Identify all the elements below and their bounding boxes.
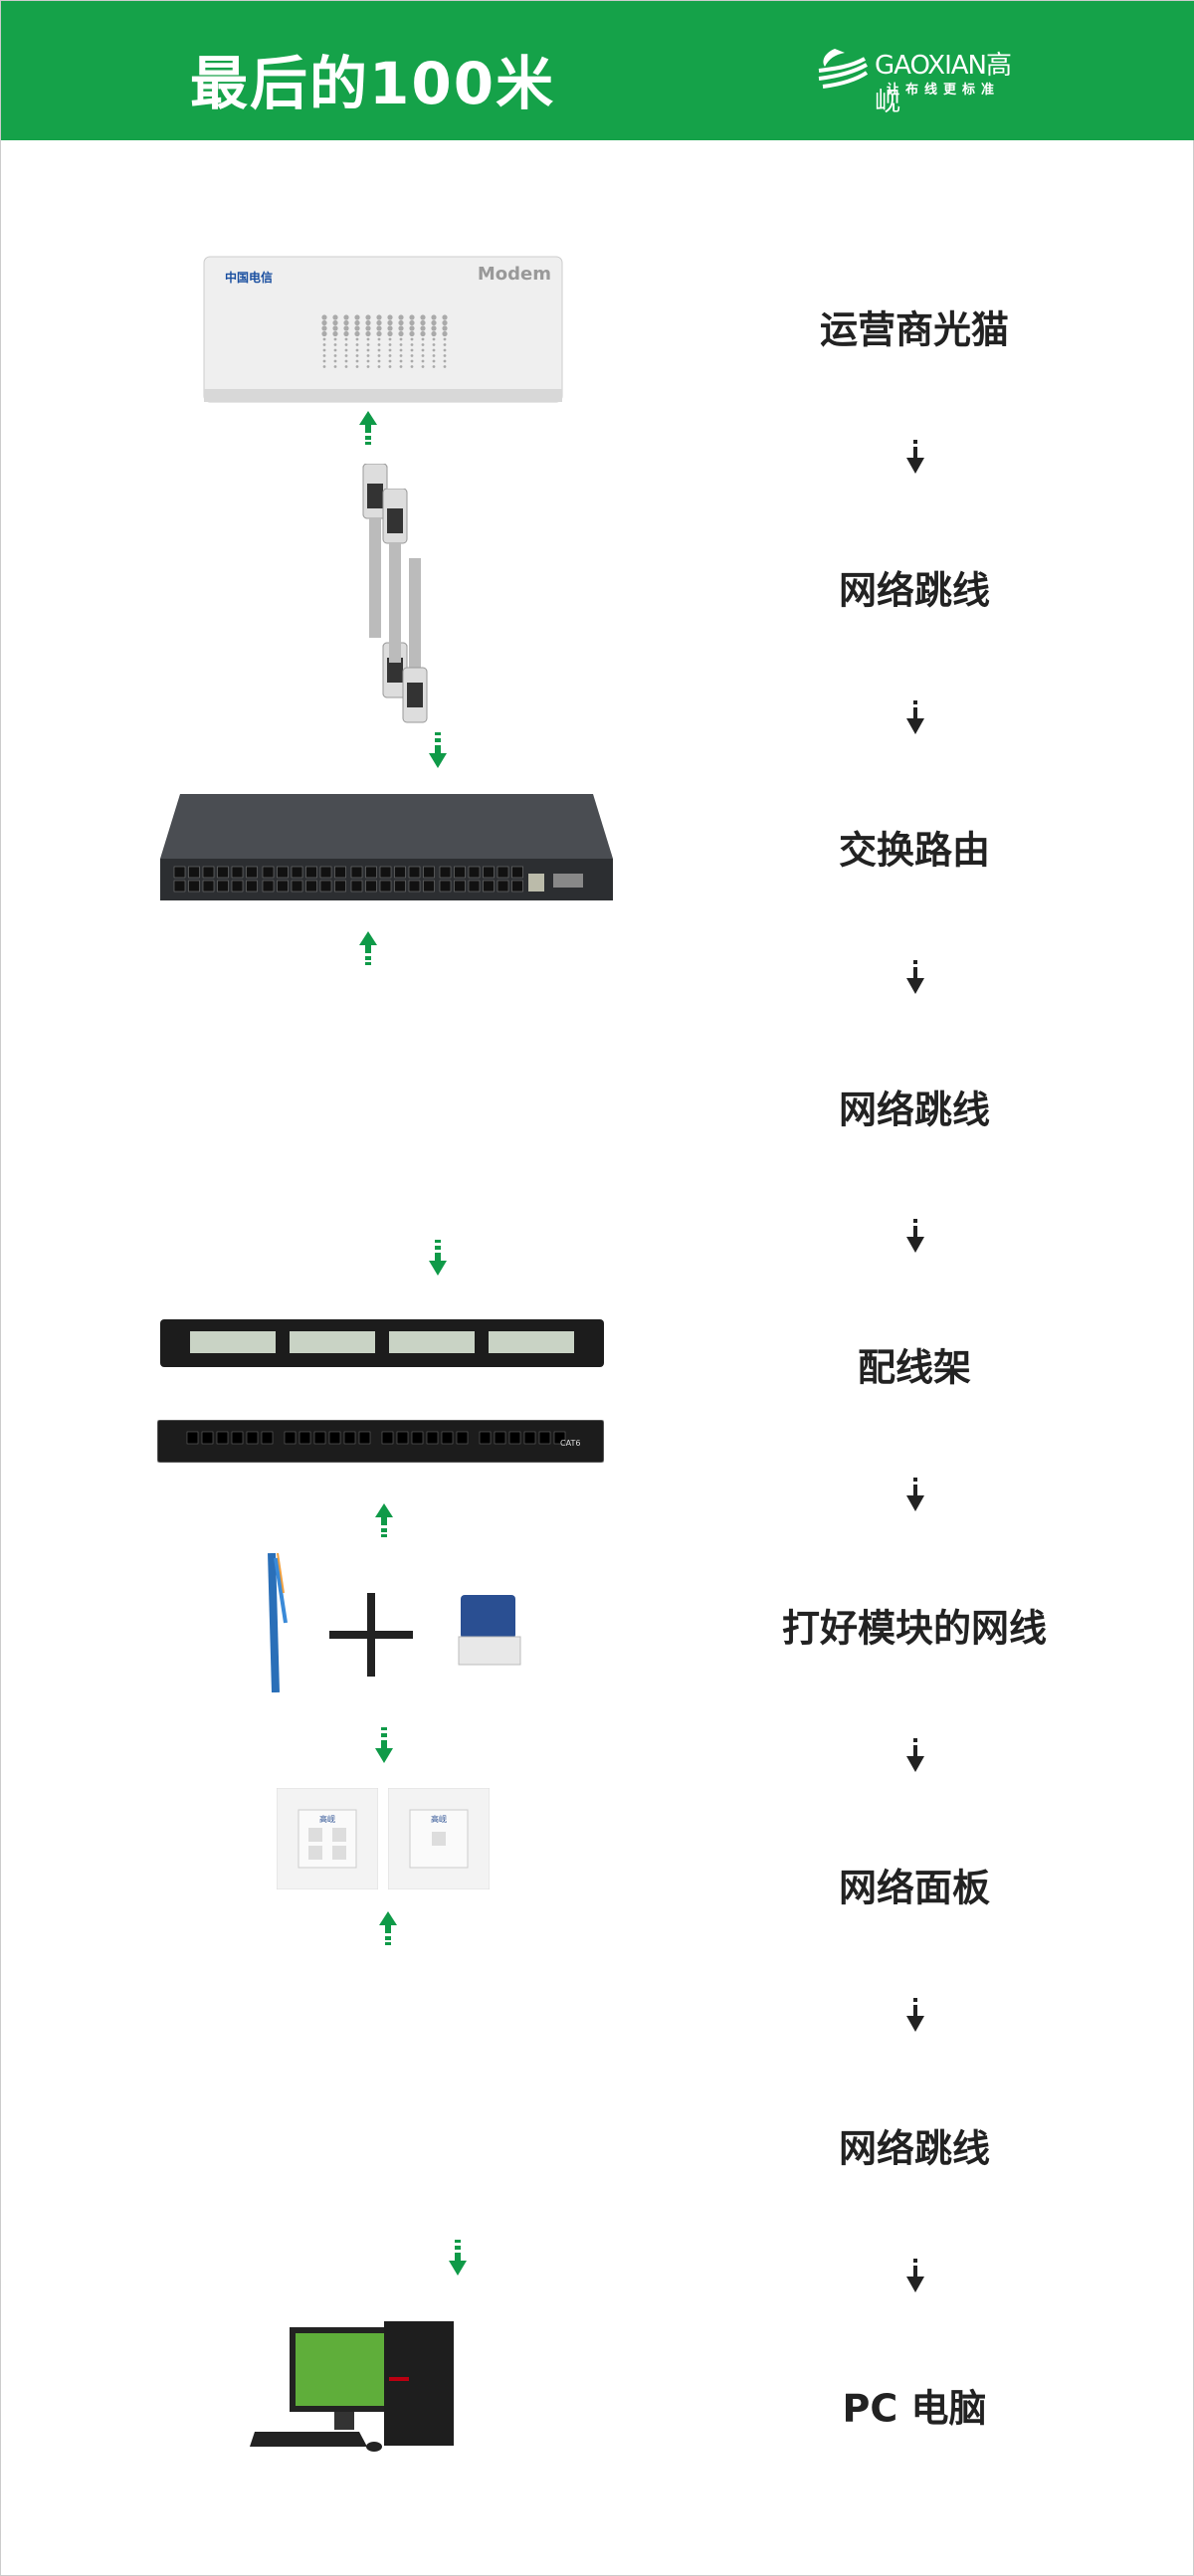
gaoxian-logo: GAOXIAN高岘 让布线更标准 <box>815 45 1034 117</box>
page-title: 最后的100米 <box>190 50 556 117</box>
logo-slogan: 让布线更标准 <box>887 83 1001 98</box>
step-label: PC 电脑 <box>842 2386 987 2431</box>
svg-text:高岘: 高岘 <box>319 1814 335 1824</box>
header-banner: 最后的100米 GAOXIAN高岘 让布线更标准 <box>1 1 1194 140</box>
arrow-down-icon <box>906 2258 924 2292</box>
arrow-down-icon <box>906 1998 924 2032</box>
switch-image <box>160 794 613 904</box>
green-arrow-up-icon <box>359 411 377 451</box>
patch-cord-image <box>373 488 433 751</box>
logo-brand: GAOXIAN高岘 <box>875 51 1012 117</box>
step-label: 运营商光猫 <box>819 307 1009 352</box>
patch-panel-front-image: CAT6 <box>156 1419 605 1464</box>
arrow-down-icon <box>906 1737 924 1772</box>
step-label: 打好模块的网线 <box>781 1606 1047 1651</box>
modem-brand: 中国电信 <box>225 270 273 285</box>
modem-label: Modem <box>478 264 551 285</box>
arrow-down-icon <box>906 959 924 994</box>
patch-panel-rear-image <box>160 1319 604 1367</box>
keystone-module-image <box>453 1593 527 1669</box>
plus-icon <box>329 1593 413 1677</box>
green-arrow-down-icon <box>449 2240 467 2279</box>
logo-swirl-icon <box>818 49 869 89</box>
step-label: 网络面板 <box>838 1866 990 1910</box>
svg-text:高岘: 高岘 <box>431 1814 447 1824</box>
arrow-down-icon <box>906 1218 924 1253</box>
arrow-down-icon <box>906 440 924 474</box>
network-cable-image <box>262 1552 296 1693</box>
step-label: 网络跳线 <box>838 2126 990 2171</box>
modem-image: 中国电信 Modem <box>203 256 563 403</box>
wall-plate-image: 高岘 <box>276 1787 379 1890</box>
panel-cat-label: CAT6 <box>560 1439 580 1448</box>
arrow-down-icon <box>906 1478 924 1511</box>
step-label: 配线架 <box>857 1345 971 1390</box>
pc-image <box>250 2307 513 2467</box>
green-arrow-up-icon <box>375 1503 393 1543</box>
arrow-down-icon <box>906 699 924 734</box>
green-arrow-down-icon <box>375 1727 393 1767</box>
wall-plate-image: 高岘 <box>387 1787 491 1890</box>
green-arrow-up-icon <box>359 931 377 971</box>
step-label: 交换路由 <box>838 828 990 873</box>
green-arrow-down-icon <box>429 732 447 772</box>
green-arrow-up-icon <box>379 1911 397 1951</box>
step-label: 网络跳线 <box>838 568 990 613</box>
step-label: 网络跳线 <box>838 1088 990 1132</box>
green-arrow-down-icon <box>429 1240 447 1280</box>
